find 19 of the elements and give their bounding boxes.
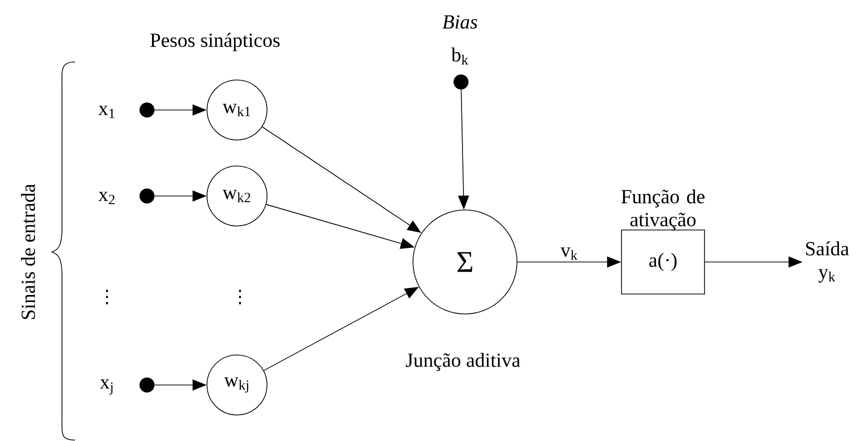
node-label: b$_{k}$	[451, 48, 468, 64]
node-label: Bias	[442, 15, 478, 29]
ellipsis: ⋮	[239, 290, 241, 304]
node-label: x$_{1}$	[98, 106, 114, 118]
edge-label: v$_{k}$	[560, 248, 578, 260]
input-dot	[454, 74, 468, 90]
node-label: x$_{j}$	[100, 379, 112, 395]
output-label: Saída y$_{k}$	[806, 241, 849, 283]
brace-label: Sinais de entrada	[20, 184, 36, 319]
input-dot	[140, 378, 154, 392]
ellipsis: ⋮	[106, 290, 108, 304]
activation-box: Função de ativação a(·)	[621, 189, 705, 294]
heading: Pesos sinápticos	[150, 32, 280, 52]
box-heading: Função de ativação	[621, 189, 705, 230]
input-dot	[140, 188, 154, 204]
summing-junction: Σ	[412, 210, 518, 314]
input-dot	[140, 102, 154, 118]
node-label: x$_{2}$	[98, 192, 114, 204]
node-label: Junção aditiva	[406, 352, 520, 372]
